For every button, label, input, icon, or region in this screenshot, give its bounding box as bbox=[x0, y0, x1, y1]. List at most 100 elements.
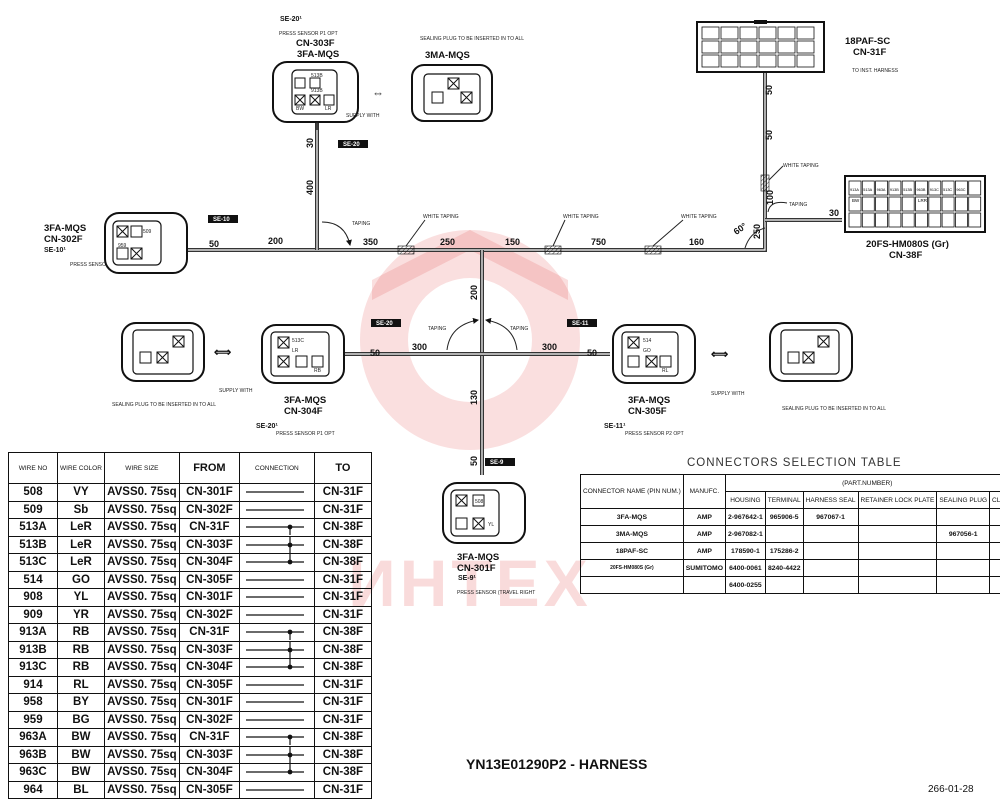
cell-manuf: AMP bbox=[682, 508, 727, 526]
connector-tag: SE-11 bbox=[572, 321, 589, 327]
cell-to: CN-31F bbox=[313, 710, 372, 729]
cell-from: CN-31F bbox=[178, 518, 240, 537]
cell-seal bbox=[802, 542, 859, 560]
cell-connection bbox=[238, 570, 315, 589]
cell-clip bbox=[989, 559, 1000, 577]
connector-code: CN-304F bbox=[284, 406, 323, 417]
svg-text:LR: LR bbox=[325, 106, 332, 112]
plug-note: SEALING PLUG TO BE INSERTED IN TO ALL bbox=[112, 402, 216, 408]
cell-name: 18PAF-SC bbox=[580, 542, 684, 560]
pin-label: 913B bbox=[890, 188, 899, 192]
connector-cn-304f[interactable]: 513C LR RB SE-20 3FA-MQS CN-304F SE-20¹ … bbox=[256, 319, 401, 437]
connector-cn-31f[interactable]: 18PAF-SC CN-31F TO INST. HARNESS bbox=[696, 20, 899, 74]
pin-cell bbox=[739, 26, 758, 40]
connector-cn-301f[interactable]: SE-9 508 YL 3FA-MQS CN-301F SE-9¹ PRESS … bbox=[442, 458, 535, 596]
connector-ref: SE-10¹ bbox=[44, 247, 66, 254]
cell-to: CN-38F bbox=[313, 640, 372, 659]
connector-type: 3FA-MQS bbox=[284, 395, 326, 406]
cell-wire-color: RB bbox=[57, 623, 105, 642]
pin-cell bbox=[848, 180, 862, 196]
cell-from: CN-303F bbox=[178, 745, 240, 764]
taping-mark bbox=[397, 245, 415, 255]
cell-wire-color: LeR bbox=[57, 535, 105, 554]
connector-cn-303f[interactable]: SE-20¹ PRESS SENSOR P1 OPT CN-303F 3FA-M… bbox=[272, 16, 368, 148]
cell-retainer bbox=[857, 525, 938, 543]
pin-cell bbox=[701, 26, 720, 40]
col-connector-name: CONNECTOR NAME (PIN NUM.) bbox=[580, 474, 684, 509]
pin-label: 513C bbox=[943, 188, 952, 192]
pin-cell bbox=[796, 54, 815, 68]
col-wire-no: WIRE NO bbox=[8, 452, 58, 484]
svg-text:514: 514 bbox=[643, 338, 652, 344]
cell-wire-size: AVSS0. 75sq bbox=[103, 745, 180, 764]
cell-housing: 6400-0061 bbox=[725, 559, 766, 577]
svg-text:LR: LR bbox=[292, 348, 299, 354]
connector-note: TO INST. HARNESS bbox=[852, 68, 899, 74]
connection-symbol bbox=[245, 764, 304, 775]
pin-label: 963C bbox=[956, 188, 965, 192]
connector-3ma-mqs-top[interactable]: SEALING PLUG TO BE INSERTED IN TO ALL 3M… bbox=[411, 36, 524, 122]
dim-label: 50 bbox=[764, 130, 774, 140]
cell-wire-size: AVSS0. 75sq bbox=[103, 570, 180, 589]
pin-cell bbox=[955, 180, 968, 196]
cell-housing: 178590-1 bbox=[725, 542, 766, 560]
pin-cell bbox=[720, 40, 739, 54]
connection-symbol bbox=[245, 719, 304, 721]
pin-cell bbox=[888, 196, 902, 212]
connection-symbol bbox=[245, 509, 304, 511]
plug-mid-right[interactable]: SEALING PLUG TO BE INSERTED IN TO ALL bbox=[769, 322, 886, 412]
cell-wire-size: AVSS0. 75sq bbox=[103, 500, 180, 519]
cell-connection bbox=[238, 518, 315, 537]
cell-connection bbox=[238, 535, 315, 554]
connector-cn-302f[interactable]: 3FA-MQS CN-302F SE-10¹ PRESS SENSOR (TRA… bbox=[44, 212, 238, 274]
pin-label: 963B bbox=[917, 188, 926, 192]
cell-to: CN-38F bbox=[313, 745, 372, 764]
cell-wire-size: AVSS0. 75sq bbox=[103, 693, 180, 712]
cell-plug bbox=[936, 559, 991, 577]
pin-cell bbox=[941, 212, 955, 228]
pin-cell bbox=[915, 196, 928, 212]
pin-cell bbox=[758, 26, 777, 40]
cell-wire-no: 958 bbox=[8, 693, 58, 712]
cell-wire-color: BW bbox=[57, 728, 105, 747]
pin-cell bbox=[875, 196, 888, 212]
cell-to: CN-38F bbox=[313, 518, 372, 537]
cell-connection bbox=[238, 745, 315, 764]
svg-text:RB: RB bbox=[314, 368, 322, 374]
dim-label: 130 bbox=[469, 390, 479, 405]
double-arrow-icon: ⟺ bbox=[711, 347, 728, 361]
cell-to: CN-38F bbox=[313, 553, 372, 572]
svg-text:513B: 513B bbox=[311, 73, 323, 79]
connection-symbol bbox=[245, 614, 304, 616]
cell-clip bbox=[989, 508, 1000, 526]
cell-from: CN-305F bbox=[178, 570, 240, 589]
dim-label: 250 bbox=[440, 237, 455, 247]
connector-cn-305f[interactable]: 514 GO RL SE-11 3FA-MQS CN-305F SE-11¹ P… bbox=[567, 319, 696, 437]
connector-note: PRESS SENSOR P1 OPT bbox=[276, 431, 335, 437]
svg-text:959: 959 bbox=[118, 243, 127, 249]
col-sealing-plug: SEALING PLUG bbox=[936, 491, 991, 509]
plug-note: SEALING PLUG TO BE INSERTED IN TO ALL bbox=[782, 406, 886, 412]
cell-connection bbox=[238, 623, 315, 642]
plug-mid-left[interactable]: SEALING PLUG TO BE INSERTED IN TO ALL bbox=[112, 322, 216, 408]
supply-label: SUPPLY WITH bbox=[711, 391, 745, 397]
wire-table: WIRE NO WIRE COLOR WIRE SIZE FROM CONNEC… bbox=[8, 452, 372, 799]
cell-terminal: 965906-5 bbox=[764, 508, 804, 526]
pin-cell bbox=[777, 26, 796, 40]
svg-text:BW: BW bbox=[296, 106, 304, 112]
cell-wire-color: BW bbox=[57, 763, 105, 782]
pin-cell bbox=[796, 40, 815, 54]
cell-wire-no: 908 bbox=[8, 588, 58, 607]
connectors-table: CONNECTOR NAME (PIN NUM.) MANUFC. (PART.… bbox=[580, 474, 1000, 594]
cell-wire-color: RB bbox=[57, 658, 105, 677]
taping-label: TAPING bbox=[428, 326, 446, 332]
connector-code: CN-305F bbox=[628, 406, 667, 417]
cell-manuf: AMP bbox=[682, 542, 727, 560]
cell-wire-size: AVSS0. 75sq bbox=[103, 535, 180, 554]
